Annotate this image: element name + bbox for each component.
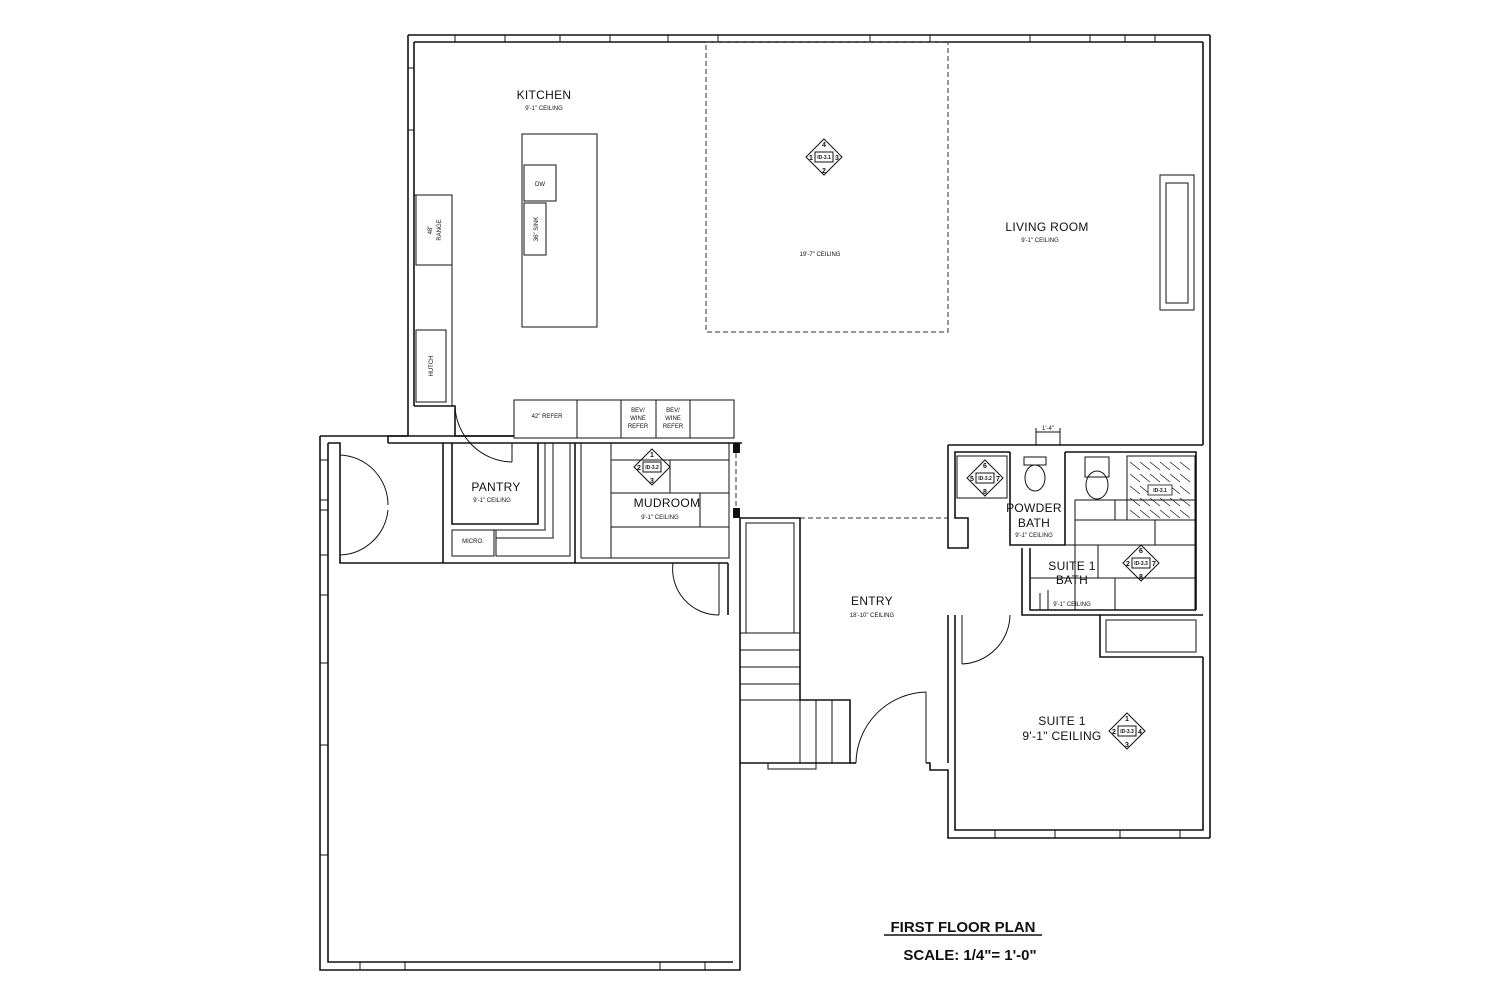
refer-42-label: 42" REFER: [532, 414, 563, 420]
elevation-tag-id31: ID-3.1 4 1 3 2: [805, 138, 843, 176]
svg-text:ID-3.3: ID-3.3: [1120, 729, 1134, 735]
microwave-label: MICRO.: [462, 539, 484, 545]
powder-dimension-label: 1'-4": [1042, 426, 1054, 432]
pantry-room: [442, 443, 576, 563]
plan-title: FIRST FLOOR PLAN: [891, 919, 1036, 936]
elevation-tag-id31-bath: ID-3.1: [1147, 484, 1173, 496]
plan-scale: SCALE: 1/4"= 1'-0": [903, 947, 1036, 964]
entry-room: [850, 615, 1210, 839]
svg-text:3: 3: [650, 478, 654, 485]
svg-text:ID-3.2: ID-3.2: [978, 476, 992, 482]
svg-text:2: 2: [822, 168, 826, 175]
mudroom-label: MUDROOM: [634, 496, 701, 510]
svg-text:7: 7: [1152, 561, 1156, 568]
bath-block: [947, 428, 1203, 665]
entry-label: ENTRY: [851, 594, 893, 608]
hutch-label: HUTCH: [429, 356, 435, 377]
elevation-tag-id33-suite: ID-3.3 1 2 4 3: [1108, 712, 1146, 750]
mudroom-ceiling-label: 9'-1" CEILING: [641, 515, 679, 521]
suite1-bath-ceiling-label: 9'-1" CEILING: [1053, 602, 1091, 608]
svg-text:ID-3.2: ID-3.2: [645, 465, 659, 471]
suite1-ceiling-label: 9'-1" CEILING: [1022, 729, 1101, 743]
svg-text:2: 2: [637, 465, 641, 472]
svg-text:3: 3: [1125, 742, 1129, 749]
powder-bath-label-line1: POWDER: [1006, 501, 1062, 515]
pantry-label: PANTRY: [471, 480, 520, 494]
living-room-ceiling-label: 9'-1" CEILING: [1021, 238, 1059, 244]
svg-text:1: 1: [809, 155, 813, 162]
svg-text:ID-3.3: ID-3.3: [1134, 561, 1148, 567]
stairs: [739, 517, 851, 770]
svg-text:1: 1: [650, 452, 654, 459]
bev-refer-2-line3: REFER: [663, 424, 684, 430]
bev-refer-1-line2: WINE: [630, 416, 646, 422]
great-room-ceiling-label: 19'-7" CEILING: [800, 252, 841, 258]
bev-refer-1-line1: BEV/: [631, 408, 645, 414]
svg-text:2: 2: [1112, 729, 1116, 736]
kitchen-ceiling-label: 9'-1" CEILING: [525, 106, 563, 112]
suite1-bath-label-line1: SUITE 1: [1048, 559, 1095, 573]
pantry-ceiling-label: 9'-1" CEILING: [473, 498, 511, 504]
svg-text:ID-3.1: ID-3.1: [817, 155, 831, 161]
bev-refer-2-line2: WINE: [665, 416, 681, 422]
vaulted-ceiling-outline: [705, 41, 949, 333]
dishwasher-label: DW: [535, 182, 545, 188]
svg-text:6: 6: [1139, 548, 1143, 555]
kitchen-label: KITCHEN: [517, 88, 572, 102]
svg-text:6: 6: [983, 463, 987, 470]
svg-text:7: 7: [996, 476, 1000, 483]
svg-text:4: 4: [1138, 729, 1142, 736]
sink-label: 36" SINK: [534, 217, 540, 241]
suite1-label: SUITE 1: [1038, 714, 1085, 728]
kitchen-room: [388, 133, 742, 463]
svg-text:8: 8: [1139, 574, 1143, 581]
svg-text:3: 3: [835, 155, 839, 162]
suite1-bath-label-line2: BATH: [1056, 573, 1088, 587]
svg-text:1: 1: [1125, 716, 1129, 723]
svg-text:4: 4: [822, 142, 826, 149]
svg-text:8: 8: [983, 489, 987, 496]
elevation-tag-id32-mudroom: ID-3.2 1 2 3: [633, 448, 671, 486]
bev-refer-1-line3: REFER: [628, 424, 649, 430]
powder-bath-label-line2: BATH: [1018, 516, 1050, 530]
powder-bath-ceiling-label: 9'-1" CEILING: [1015, 533, 1053, 539]
elevation-tag-id33-bath: ID-3.3 6 2 7 8: [1122, 544, 1160, 582]
entry-ceiling-label: 18'-10" CEILING: [850, 613, 895, 619]
svg-text:ID-3.1: ID-3.1: [1153, 488, 1167, 494]
svg-text:2: 2: [1126, 561, 1130, 568]
mudroom-room: [580, 442, 740, 616]
svg-text:5: 5: [970, 476, 974, 483]
garage-walls: [319, 435, 741, 971]
elevation-tag-id32-powder: ID-3.2 6 5 7 8: [966, 459, 1004, 497]
living-room-label: LIVING ROOM: [1005, 220, 1088, 234]
bev-refer-2-line1: BEV/: [666, 408, 680, 414]
range-label-line1: 48": [428, 226, 434, 235]
range-label-line2: RANGE: [437, 219, 443, 240]
